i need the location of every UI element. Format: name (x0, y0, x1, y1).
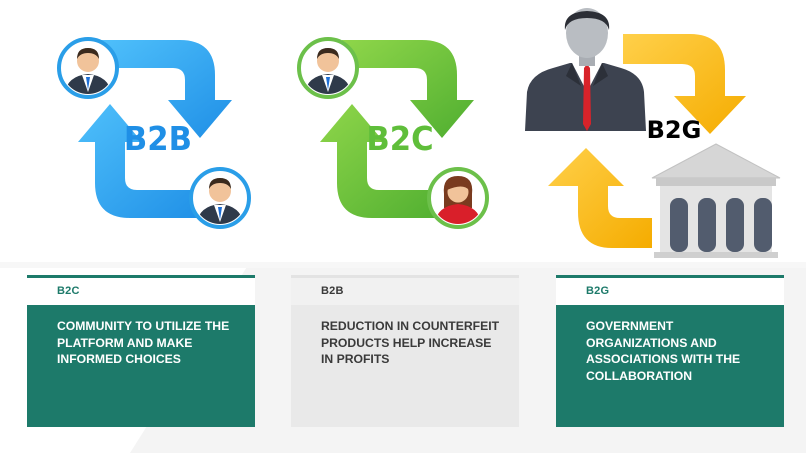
b2g-card-tab: B2G (556, 275, 784, 305)
cycle-arrow-top (623, 34, 746, 134)
businessman-icon (189, 167, 251, 229)
b2b-diagram: B2B (57, 37, 251, 229)
b2b-label: B2B (124, 119, 192, 158)
b2b-card-text: REDUCTION IN COUNTERFEIT PRODUCTS HELP I… (291, 305, 519, 427)
businesswoman-icon (427, 167, 489, 229)
cycle-arrow-bottom (78, 104, 210, 218)
b2c-card: B2C COMMUNITY TO UTILIZE THE PLATFORM AN… (27, 275, 255, 427)
b2c-card-tab: B2C (27, 275, 255, 305)
cycle-arrow-bottom (548, 148, 652, 248)
b2b-card: B2B REDUCTION IN COUNTERFEIT PRODUCTS HE… (291, 275, 519, 427)
cycle-arrow-bottom (320, 104, 452, 218)
b2b-card-tab: B2B (291, 275, 519, 305)
cycle-arrow-top (342, 40, 474, 138)
businessman-icon (57, 37, 119, 99)
b2g-card-text: GOVERNMENT ORGANIZATIONS AND ASSOCIATION… (556, 305, 784, 427)
businessman-icon (525, 8, 646, 131)
cycle-arrow-top (100, 40, 232, 138)
b2g-diagram: B2G (525, 8, 781, 258)
b2g-card: B2G GOVERNMENT ORGANIZATIONS AND ASSOCIA… (556, 275, 784, 427)
b2c-diagram: B2C (297, 37, 489, 229)
government-building-icon (651, 143, 781, 258)
b2g-label: B2G (647, 116, 702, 144)
businessman-icon (297, 37, 359, 99)
b2c-label: B2C (366, 119, 433, 158)
b2c-card-text: COMMUNITY TO UTILIZE THE PLATFORM AND MA… (27, 305, 255, 427)
